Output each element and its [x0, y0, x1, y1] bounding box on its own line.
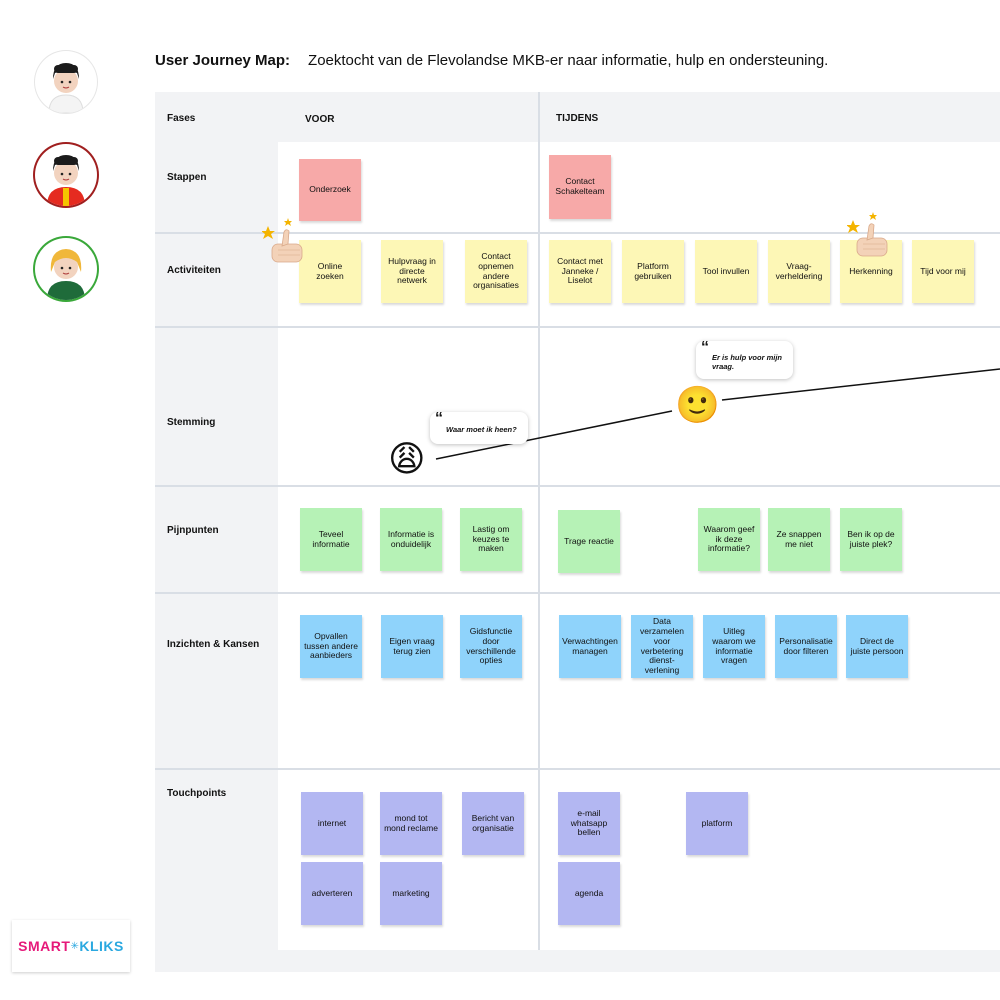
- quote-text: Waar moet ik heen?: [446, 425, 517, 434]
- thumbs-up-icon: [262, 218, 303, 263]
- sticky-note-inzicht[interactable]: Verwachtingen managen: [559, 615, 621, 678]
- quote-mark-icon: “: [435, 410, 443, 427]
- sticky-note-inzicht[interactable]: Opvallen tussen andere aanbieders: [300, 615, 362, 678]
- sticky-note-activiteit[interactable]: Hulpvraag in directe netwerk: [381, 240, 443, 303]
- sticky-note-inzicht[interactable]: Eigen vraag terug zien: [381, 615, 443, 678]
- logo-star-icon: ✳: [70, 940, 80, 952]
- sticky-note-activiteit[interactable]: Tijd voor mij: [912, 240, 974, 303]
- row-divider: [155, 485, 1000, 487]
- row-divider: [155, 592, 1000, 594]
- row-label-stappen: Stappen: [167, 172, 207, 183]
- sticky-note-touchpoint[interactable]: marketing: [380, 862, 442, 925]
- sticky-note-touchpoint[interactable]: e-mail whatsapp bellen: [558, 792, 620, 855]
- sticky-note-inzicht[interactable]: Data verzamelen voor verbetering dienst-…: [631, 615, 693, 678]
- thumbs-up-icon: [847, 212, 888, 257]
- row-label-activiteiten: Activiteiten: [167, 265, 221, 276]
- sticky-note-pijnpunt[interactable]: Ze snappen me niet: [768, 508, 830, 571]
- sticky-note-touchpoint[interactable]: adverteren: [301, 862, 363, 925]
- sticky-note-pijnpunt[interactable]: Ben ik op de juiste plek?: [840, 508, 902, 571]
- title-prefix: User Journey Map:: [155, 52, 291, 69]
- persona-avatar-red-icon: [47, 155, 85, 206]
- smartkliks-logo[interactable]: SMART✳KLIKS: [12, 920, 130, 972]
- persona-avatar-white[interactable]: [35, 51, 97, 113]
- logo-part-kliks: KLIKS: [79, 938, 124, 954]
- sticky-note-inzicht[interactable]: Gidsfunctie door verschillende opties: [460, 615, 522, 678]
- persona-avatar-green[interactable]: [35, 238, 97, 300]
- sticky-note-activiteit[interactable]: Vraag-verheldering: [768, 240, 830, 303]
- quote-bubble-high: “ Er is hulp voor mijn vraag.: [696, 339, 793, 379]
- star-icon: [847, 220, 860, 233]
- row-label-touchpoints: Touchpoints: [167, 788, 227, 799]
- title-text: Zoektocht van de Flevolandse MKB-er naar…: [308, 52, 829, 69]
- sticky-note-touchpoint[interactable]: Bericht van organisatie: [462, 792, 524, 855]
- sticky-note-stap[interactable]: Onderzoek: [299, 159, 361, 221]
- sticky-note-inzicht[interactable]: Uitleg waarom we informatie vragen: [703, 615, 765, 678]
- sticky-note-pijnpunt[interactable]: Teveel informatie: [300, 508, 362, 571]
- persona-avatar-red[interactable]: [35, 144, 97, 206]
- sticky-note-activiteit[interactable]: Contact opnemen andere organisaties: [465, 240, 527, 303]
- quote-bubble-low: “ Waar moet ik heen?: [430, 410, 528, 444]
- row-label-inzichten: Inzichten & Kansen: [167, 639, 260, 650]
- quote-mark-icon: “: [701, 339, 709, 356]
- sticky-note-touchpoint[interactable]: mond tot mond reclame: [380, 792, 442, 855]
- page-title: User Journey Map: Zoektocht van de Flevol…: [155, 52, 828, 69]
- sticky-note-pijnpunt[interactable]: Waarom geef ik deze informatie?: [698, 508, 760, 571]
- sticky-note-activiteit[interactable]: Tool invullen: [695, 240, 757, 303]
- mood-emoji-high: 🙂: [675, 384, 720, 425]
- sticky-note-activiteit[interactable]: Contact met Janneke / Liselot: [549, 240, 611, 303]
- sticky-note-touchpoint[interactable]: platform: [686, 792, 748, 855]
- star-icon: [284, 218, 292, 226]
- persona-avatar-green-icon: [47, 249, 85, 300]
- phase-label-tijdens: TIJDENS: [556, 113, 599, 124]
- phase-header-row: [155, 92, 1000, 142]
- sticky-note-activiteit[interactable]: Online zoeken: [299, 240, 361, 303]
- mood-emoji-low: 😩: [388, 438, 426, 479]
- sticky-note-activiteit[interactable]: Platform gebruiken: [622, 240, 684, 303]
- star-icon: [262, 226, 275, 239]
- sticky-note-inzicht[interactable]: Personalisatie door filteren: [775, 615, 837, 678]
- star-icon: [869, 212, 877, 220]
- sticky-note-pijnpunt[interactable]: Informatie is onduidelijk: [380, 508, 442, 571]
- row-label-fases: Fases: [167, 113, 196, 124]
- sticky-note-pijnpunt[interactable]: Lastig om keuzes te maken: [460, 508, 522, 571]
- sticky-note-stap[interactable]: Contact Schakelteam: [549, 155, 611, 219]
- row-divider: [155, 326, 1000, 328]
- persona-avatar-white-icon: [48, 63, 84, 113]
- row-divider: [155, 768, 1000, 770]
- sticky-note-touchpoint[interactable]: agenda: [558, 862, 620, 925]
- sticky-note-pijnpunt[interactable]: Trage reactie: [558, 510, 620, 573]
- row-divider: [155, 232, 1000, 234]
- quote-text: Er is hulp voor mijn vraag.: [712, 353, 783, 371]
- row-label-pijnpunten: Pijnpunten: [167, 525, 219, 536]
- sticky-note-inzicht[interactable]: Direct de juiste persoon: [846, 615, 908, 678]
- phase-divider: [538, 92, 540, 950]
- row-label-stemming: Stemming: [167, 417, 216, 428]
- logo-part-smart: SMART: [18, 938, 71, 954]
- phase-label-voor: VOOR: [305, 114, 335, 125]
- sticky-note-touchpoint[interactable]: internet: [301, 792, 363, 855]
